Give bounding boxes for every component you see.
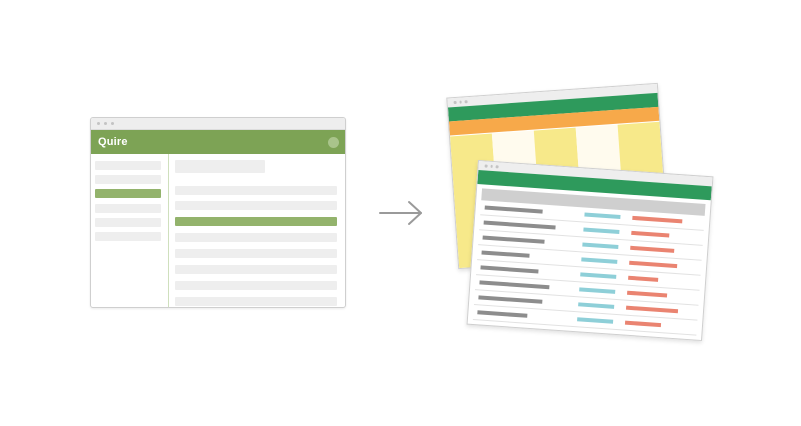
sidebar-item-active bbox=[95, 189, 161, 198]
window-dot-icon bbox=[453, 101, 457, 104]
window-dot-icon bbox=[495, 165, 499, 169]
arrow-right-icon bbox=[379, 201, 422, 225]
table-cell bbox=[581, 257, 618, 264]
sidebar-item bbox=[95, 175, 161, 184]
table-cell bbox=[631, 230, 670, 238]
table-cell bbox=[577, 317, 614, 324]
app-header: Quire bbox=[91, 130, 345, 154]
table-cell bbox=[483, 220, 556, 230]
table-cell bbox=[478, 295, 543, 304]
table-cell bbox=[623, 335, 671, 342]
app-titlebar bbox=[91, 118, 345, 130]
quire-app-window: Quire bbox=[90, 117, 346, 308]
main-title-placeholder bbox=[175, 160, 265, 173]
task-row-active bbox=[175, 217, 337, 226]
window-dot-icon bbox=[104, 122, 107, 125]
table-cell bbox=[479, 280, 550, 290]
table-cell bbox=[583, 227, 620, 234]
table-cell bbox=[584, 212, 621, 220]
table-cell bbox=[476, 325, 533, 334]
window-dot-icon bbox=[484, 164, 488, 168]
table-cell bbox=[482, 235, 545, 244]
table-cell bbox=[481, 250, 530, 258]
window-dot-icon bbox=[459, 100, 462, 104]
table-cell bbox=[625, 305, 679, 314]
window-dot-icon bbox=[464, 100, 468, 104]
task-row bbox=[175, 249, 337, 258]
table-cell bbox=[627, 290, 668, 298]
table-cell bbox=[629, 260, 678, 269]
window-dot-icon bbox=[490, 165, 493, 168]
table-cell bbox=[480, 265, 539, 274]
task-row bbox=[175, 265, 337, 274]
table-cell bbox=[484, 205, 543, 214]
table-cell bbox=[578, 302, 615, 309]
table-cell bbox=[580, 272, 617, 279]
avatar-icon bbox=[328, 136, 339, 148]
window-dot-icon bbox=[111, 122, 114, 125]
task-row bbox=[175, 233, 337, 242]
spreadsheet-front bbox=[466, 159, 714, 342]
quire-logo: Quire bbox=[98, 136, 128, 148]
window-dot-icon bbox=[97, 122, 100, 125]
sidebar-item bbox=[95, 161, 161, 170]
sidebar-item bbox=[95, 204, 161, 213]
app-body bbox=[91, 154, 345, 307]
table-cell bbox=[628, 275, 659, 282]
app-sidebar bbox=[91, 154, 169, 307]
sidebar-item bbox=[95, 218, 161, 227]
task-row bbox=[175, 297, 337, 306]
task-row bbox=[175, 186, 337, 195]
table-cell bbox=[624, 320, 662, 328]
table-cell bbox=[575, 332, 613, 339]
table-cell bbox=[579, 287, 616, 294]
table-cell bbox=[630, 245, 675, 253]
table-cell bbox=[632, 215, 683, 224]
task-row bbox=[175, 201, 337, 210]
table-cell bbox=[477, 310, 528, 318]
task-row bbox=[175, 281, 337, 290]
app-main bbox=[170, 154, 345, 307]
sidebar-item bbox=[95, 232, 161, 241]
table-cell bbox=[582, 242, 619, 249]
